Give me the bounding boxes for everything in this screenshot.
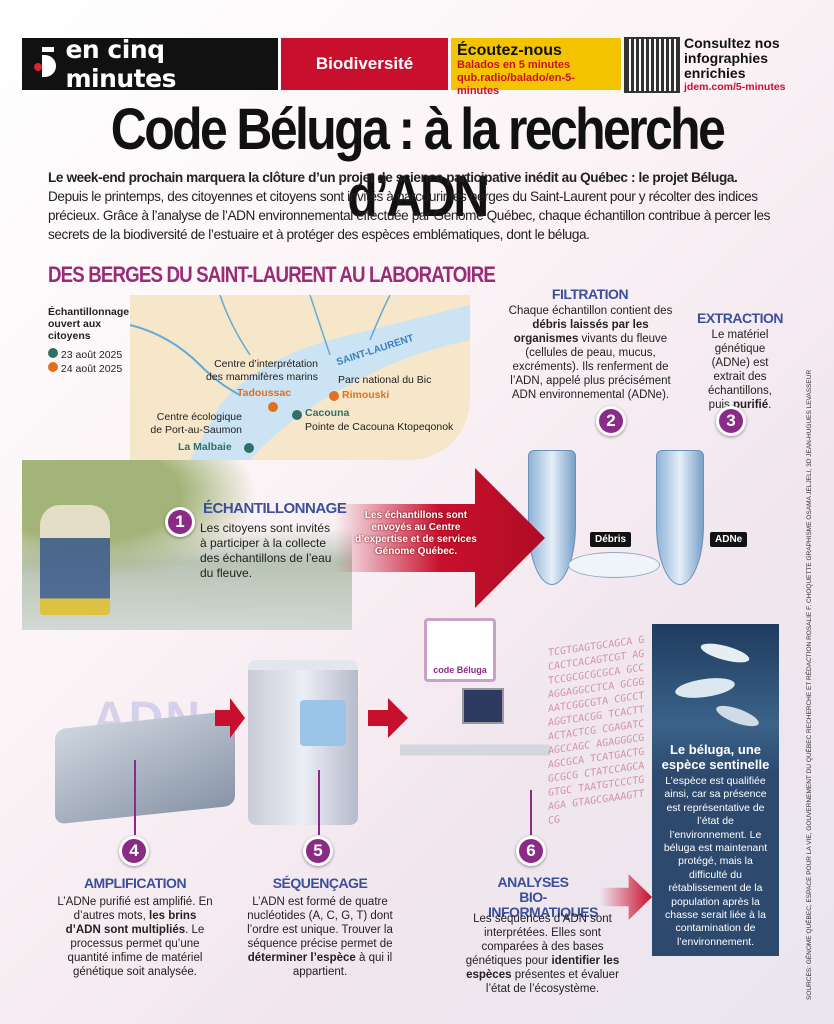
text: présentes et évaluer l’état de l’écosyst… [485, 969, 619, 995]
pointer-line [134, 760, 136, 835]
qr-code-icon[interactable] [624, 37, 680, 93]
beluga-illustration [660, 624, 771, 742]
sentinel-text: L’espèce est qualifiée ainsi, car sa pré… [663, 775, 768, 948]
test-tube-extraction [656, 450, 704, 585]
legend-item: 24 août 2025 [48, 362, 128, 376]
text-bold: déterminer l’espèce [247, 952, 356, 964]
section-title: DES BERGES DU SAINT-LAURENT AU LABORATOI… [48, 262, 496, 287]
teal-dot-icon [292, 410, 302, 420]
credits: SOURCES: GÉNOME QUÉBEC, ESPACE POUR LA V… [806, 369, 813, 1000]
legend-title: Échantillonnage ouvert aux citoyens [48, 306, 130, 342]
step-number-2: 2 [596, 406, 626, 436]
info-box[interactable]: Consultez nos infographies enrichies jde… [684, 35, 799, 94]
podcast-title: Écoutez-nous [457, 42, 562, 59]
step-title-2: FILTRATION [551, 286, 629, 302]
step-number-5: 5 [303, 836, 333, 866]
pcr-machine-illustration [55, 710, 235, 825]
info-title: Consultez nos infographies enrichies [684, 35, 780, 81]
text: . Le processus permet qu’une quantité in… [67, 924, 205, 978]
page-title: Code Béluga : à la recherche d’ADN [110, 97, 726, 229]
podcast-box[interactable]: Écoutez-nous Balados en 5 minutes qub.ra… [451, 38, 621, 97]
map-legend: Échantillonnage ouvert aux citoyens 23 a… [48, 306, 130, 376]
step-title-5: SÉQUENÇAGE [272, 875, 368, 891]
sentinel-panel: Le béluga, une espèce sentinelle L’espèc… [652, 624, 779, 956]
text: vivants du fleuve (cellules de peau, muc… [510, 333, 671, 401]
red-arrow [335, 468, 545, 608]
logo-5-icon [34, 47, 56, 81]
text-bold: les brins d’ADN sont multipliés [65, 910, 197, 936]
podcast-sub: Balados en 5 minutes [457, 59, 571, 71]
text: Le matériel génétique (ADNe) est extrait… [708, 329, 772, 411]
step-text-1: Les citoyens sont invités à participer à… [200, 521, 332, 580]
step-text-3: Le matériel génétique (ADNe) est extrait… [696, 328, 784, 412]
step-title-6: ANALYSES BIO-INFORMATIQUES [488, 874, 598, 920]
river-map [129, 294, 470, 460]
text: Chaque échantillon contient des [508, 305, 673, 317]
pointer-line [318, 770, 320, 835]
map [129, 294, 470, 460]
text: L’ADNe purifié est amplifié. En d’autres… [57, 896, 213, 922]
arrow-text: Les échantillons sont envoyés au Centre … [355, 510, 477, 557]
pointer-line [530, 790, 532, 835]
legend-label: 23 août 2025 [60, 349, 123, 361]
place-cacouna: Cacouna [305, 407, 350, 419]
teal-dot-icon [48, 348, 58, 358]
place-desc: Pointe de Cacouna Ktopeqonok [305, 421, 454, 433]
place-la-malbaie: La Malbaie [178, 441, 232, 453]
place-desc: Centre écologique de Port-au-Saumon [150, 411, 242, 436]
debris-label: Débris [590, 532, 632, 547]
sequencer-screen [300, 700, 346, 746]
step-text-2: Chaque échantillon contient des débris l… [508, 304, 673, 402]
text-bold: identifier les espèces [466, 955, 620, 981]
info-url[interactable]: jdem.com/5-minutes [684, 81, 786, 93]
dna-sequence-backdrop: TCGTGAGTGCAGCA GCACTCACAGTCGT AGTCCGCGCG… [548, 634, 645, 828]
step-title-4: AMPLIFICATION [83, 875, 187, 891]
step-number-6: 6 [516, 836, 546, 866]
orange-dot-icon [48, 362, 58, 372]
text-bold: purifié [732, 399, 769, 411]
step-number-3: 3 [716, 406, 746, 436]
step-text-5: L’ADN est formé de quatre nucléotides (A… [245, 895, 395, 979]
orange-dot-icon [329, 391, 339, 401]
step-title-3: EXTRACTION [697, 310, 784, 326]
podcast-url[interactable]: qub.radio/balado/en-5-minutes [457, 72, 575, 97]
step-text-6: Les séquences d’ADN sont interprétées. E… [455, 912, 630, 996]
orange-dot-icon [268, 402, 278, 412]
place-desc: Parc national du Bic [338, 374, 432, 386]
section-label: Biodiversité [315, 54, 414, 73]
step-text-4: L’ADNe purifié est amplifié. En d’autres… [55, 895, 215, 979]
intro-lead: Le week-end prochain marquera la clôture… [48, 170, 738, 185]
text: Les séquences d’ADN sont interprétées. E… [465, 913, 612, 967]
step-number-1: 1 [165, 507, 195, 537]
text-bold: débris laissés par les organismes [513, 319, 649, 345]
legend-label: 24 août 2025 [60, 363, 123, 375]
place-tadoussac: Tadoussac [237, 387, 292, 399]
petri-dish [568, 552, 660, 578]
text: . [768, 399, 772, 411]
sentinel-title: Le béluga, une espèce sentinelle [661, 742, 770, 772]
adne-label: ADNe [710, 532, 748, 547]
step-number-4: 4 [119, 836, 149, 866]
intro: Le week-end prochain marquera la clôture… [48, 168, 793, 244]
place-rimouski: Rimouski [342, 389, 390, 401]
text: L’ADN est formé de quatre nucléotides (A… [247, 896, 393, 950]
place-desc: Centre d’interprétation des mammifères m… [205, 358, 318, 383]
person-illustration [40, 505, 110, 615]
legend-item: 23 août 2025 [48, 348, 128, 362]
section-badge[interactable]: Biodiversité [281, 38, 448, 90]
text: à qui il appartient. [292, 952, 393, 978]
monitor-illustration [462, 688, 504, 724]
brand-banner: en cinq minutes [22, 35, 278, 93]
intro-body: Depuis le printemps, des citoyennes et c… [48, 189, 771, 242]
step-title-1: ÉCHANTILLONNAGE [203, 500, 347, 517]
screen-logo: code Béluga [433, 665, 487, 675]
screen-logo-panel: code Béluga [424, 618, 496, 682]
brand-name: en cinq minutes [65, 35, 176, 93]
teal-dot-icon [244, 443, 254, 453]
